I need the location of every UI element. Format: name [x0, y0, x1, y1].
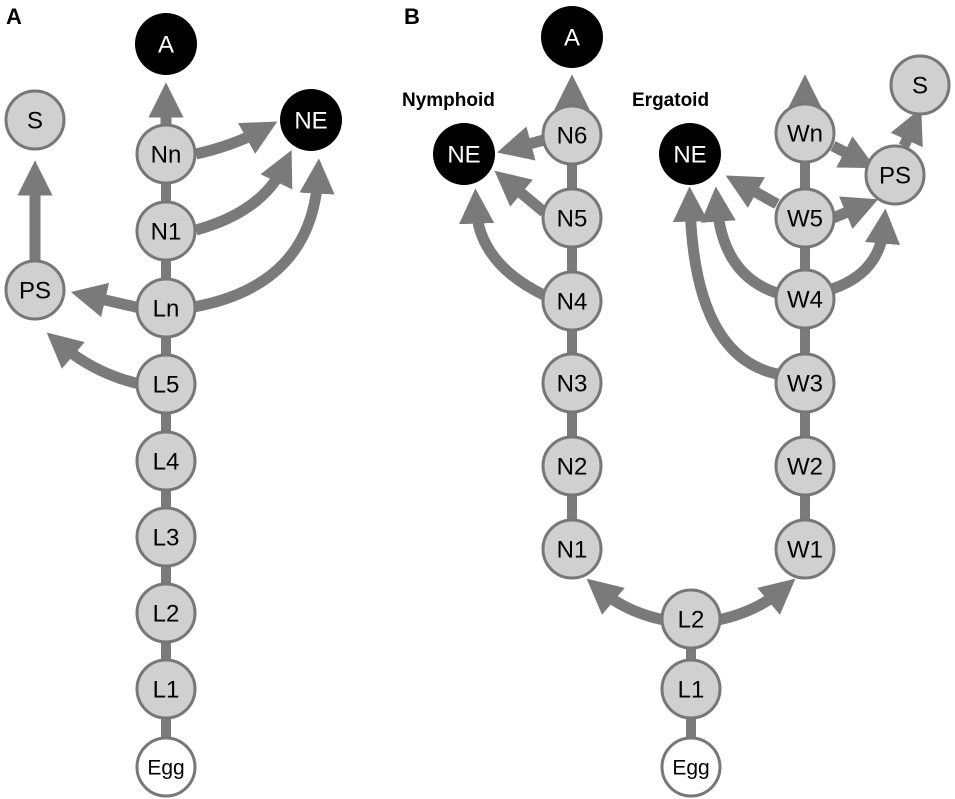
node-l2: L2	[135, 582, 197, 644]
node-l4-label: L4	[153, 449, 180, 476]
node-l1: L1	[135, 658, 197, 720]
panel-a: A A Nn N1 Ln	[4, 4, 342, 798]
node-b-w2-label: W2	[787, 454, 823, 481]
node-nn: Nn	[135, 123, 197, 185]
node-l3-label: L3	[153, 525, 180, 552]
node-nn-label: Nn	[151, 142, 182, 169]
arrow-n6-to-ne	[496, 126, 546, 161]
node-ln-label: Ln	[153, 296, 180, 323]
node-b-egg: Egg	[660, 736, 722, 798]
node-b-w5: W5	[774, 187, 836, 249]
node-b-w3-label: W3	[787, 371, 823, 398]
node-b-n2: N2	[541, 435, 603, 497]
node-ne-dark: NE	[280, 89, 342, 151]
arrow-w3-to-ne	[672, 186, 779, 380]
node-b-n3-label: N3	[557, 371, 588, 398]
arrow-ps-to-s-b	[890, 107, 923, 149]
node-b-w4-label: W4	[787, 287, 823, 314]
node-a-dark: A	[135, 13, 197, 75]
node-b-n6-label: N6	[557, 123, 588, 150]
node-b-w1-label: W1	[787, 537, 823, 564]
arrow-w5-to-ne	[725, 175, 780, 209]
node-l3: L3	[135, 506, 197, 568]
arrow-w5-to-ps	[830, 196, 879, 229]
node-b-n1-label: N1	[557, 537, 588, 564]
node-a-label: A	[158, 32, 174, 59]
panel-b-label: B	[404, 4, 420, 29]
arrow-l2-to-w1	[716, 578, 796, 626]
node-b-n5: N5	[541, 187, 603, 249]
panel-a-label: A	[6, 4, 22, 29]
node-egg: Egg	[135, 736, 197, 798]
node-ps: PS	[4, 259, 66, 321]
node-b-n2-label: N2	[557, 454, 588, 481]
node-l2-label: L2	[153, 601, 180, 628]
arrow-l5-to-ps	[46, 332, 142, 390]
arrow-n1-to-ne	[194, 150, 293, 236]
arrow-l2-to-n1	[586, 578, 666, 626]
node-l4: L4	[135, 430, 197, 492]
node-b-w2: W2	[774, 435, 836, 497]
node-n1-label: N1	[151, 219, 182, 246]
arrow-n4-to-ne	[459, 188, 549, 301]
arrow-w4-to-ne	[700, 186, 779, 299]
node-s-label: S	[27, 108, 43, 135]
node-b-l2-label: L2	[678, 607, 705, 634]
node-b-n4: N4	[541, 270, 603, 332]
arrow-w4-to-ps	[830, 208, 901, 295]
panel-b: B Nymphoid Ergatoid A N6	[402, 4, 951, 798]
node-b-w1: W1	[774, 518, 836, 580]
arrow-ln-to-ne	[192, 158, 335, 313]
node-b-a-label: A	[564, 25, 580, 52]
node-b-n3: N3	[541, 352, 603, 414]
node-b-l1: L1	[660, 658, 722, 720]
node-b-s-label: S	[912, 73, 928, 100]
node-b-a-dark: A	[541, 6, 603, 68]
node-l5-label: L5	[153, 372, 180, 399]
node-egg-label: Egg	[147, 757, 184, 780]
node-l1-label: L1	[153, 677, 180, 704]
node-ne-label: NE	[294, 108, 327, 135]
node-ln: Ln	[135, 277, 197, 339]
node-b-wn-label: Wn	[787, 121, 823, 148]
node-s: S	[4, 89, 66, 151]
arrow-nn-to-ne	[194, 121, 278, 160]
node-b-l1-label: L1	[678, 677, 705, 704]
node-b-ne-ergatoid-label: NE	[673, 142, 706, 169]
ergatoid-label: Ergatoid	[632, 90, 709, 111]
node-b-w3: W3	[774, 352, 836, 414]
node-b-ne-nymphoid-dark: NE	[433, 123, 495, 185]
node-b-l2: L2	[660, 588, 722, 650]
node-ps-label: PS	[19, 278, 51, 305]
node-b-ne-nymphoid-label: NE	[447, 142, 480, 169]
arrow-n5-to-ne	[494, 170, 548, 217]
arrow-wn-to-ps	[830, 136, 876, 169]
node-b-s: S	[889, 54, 951, 116]
node-b-n1: N1	[541, 518, 603, 580]
node-n1: N1	[135, 200, 197, 262]
node-b-w5-label: W5	[787, 206, 823, 233]
node-b-n6: N6	[541, 104, 603, 166]
node-b-egg-label: Egg	[672, 757, 709, 780]
nymphoid-label: Nymphoid	[402, 90, 495, 111]
node-b-wn: Wn	[774, 102, 836, 164]
node-b-n5-label: N5	[557, 206, 588, 233]
node-b-ps: PS	[864, 144, 926, 206]
node-b-ne-ergatoid-dark: NE	[659, 123, 721, 185]
node-b-w4: W4	[774, 268, 836, 330]
node-b-ps-label: PS	[879, 163, 911, 190]
arrow-ln-to-ps	[70, 282, 142, 318]
node-l5: L5	[135, 353, 197, 415]
node-b-n4-label: N4	[557, 289, 588, 316]
